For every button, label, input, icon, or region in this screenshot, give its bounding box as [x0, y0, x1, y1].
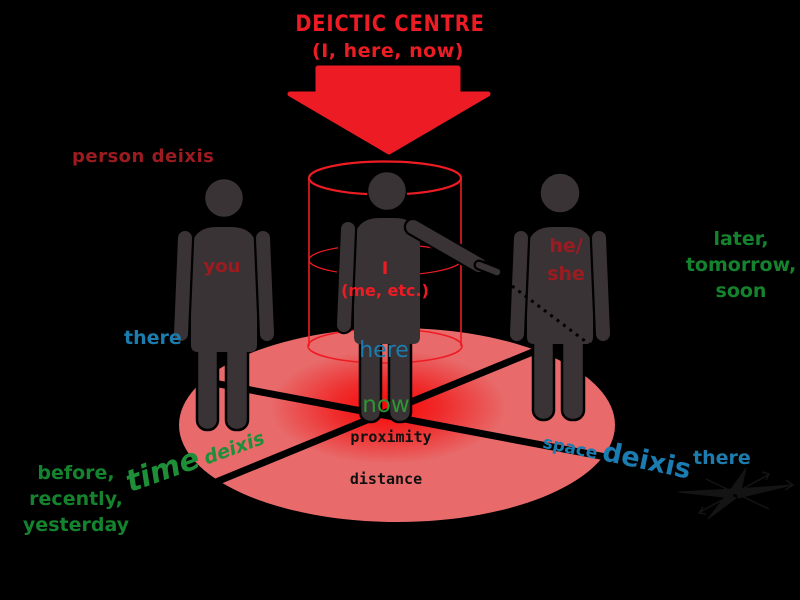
soon-word: soon: [715, 280, 767, 302]
distance-label: distance: [349, 470, 423, 488]
there-right-label: there: [693, 447, 751, 469]
person-figure-speaker: [334, 170, 503, 424]
recently-word: recently,: [29, 488, 123, 510]
future-time-words: later, tomorrow, soon: [686, 226, 796, 304]
down-arrow-icon: [287, 65, 491, 155]
pointing-line-dotted: [511, 284, 602, 355]
diagram-title: DEICTIC CENTRE: [295, 12, 485, 37]
before-word: before,: [37, 462, 115, 484]
past-time-words: before, recently, yesterday: [23, 460, 129, 538]
me-etc-label: (me, etc.): [341, 281, 429, 300]
later-word: later,: [713, 228, 769, 250]
axis-line-time: [158, 338, 559, 509]
person-deixis-label: person deixis: [72, 146, 215, 167]
here-label: here: [359, 338, 409, 363]
he-line: he/: [549, 235, 583, 257]
she-line: she: [547, 263, 585, 285]
compass-rose-icon: [677, 467, 795, 520]
person-figure-third-person: [507, 172, 613, 422]
there-left-label: there: [124, 327, 182, 349]
yesterday-word: yesterday: [22, 514, 130, 536]
now-label: now: [362, 392, 410, 418]
diagram-subtitle: (I, here, now): [312, 40, 464, 62]
proximity-label: proximity: [350, 428, 432, 446]
you-label: you: [203, 256, 241, 277]
person-figure-addressee: [171, 177, 277, 432]
i-label: I: [381, 259, 389, 279]
he-she-label: he/ she: [547, 232, 585, 288]
tomorrow-word: tomorrow,: [685, 254, 797, 276]
